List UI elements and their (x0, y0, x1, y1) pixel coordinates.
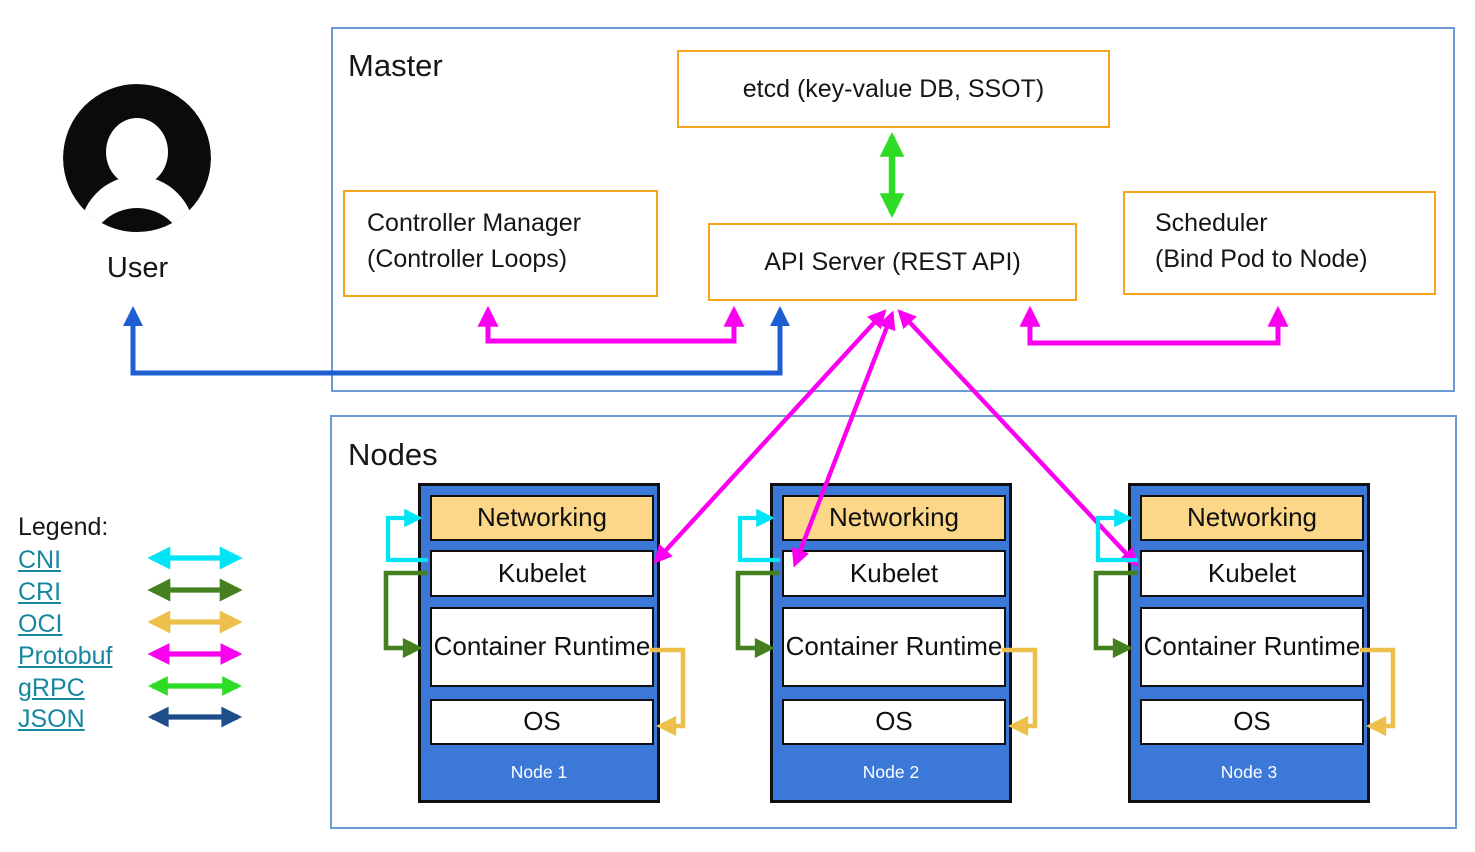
node-3-name: Node 3 (1220, 762, 1278, 782)
user-label: User (106, 252, 169, 284)
user-icon (63, 84, 211, 232)
node-3-box: Networking Kubelet Container Runtime OS … (1128, 483, 1370, 803)
etcd-label: etcd (key-value DB, SSOT) (742, 74, 1045, 103)
node-2-container-runtime-layer: Container Runtime (782, 607, 1006, 687)
node-3-container-runtime-layer: Container Runtime (1140, 607, 1364, 687)
node-2-kubelet-label: Kubelet (849, 557, 939, 588)
api-server-box: API Server (REST API) (708, 223, 1077, 301)
node-1-container-runtime-layer: Container Runtime (430, 607, 654, 687)
node-3-os-layer: OS (1140, 699, 1364, 745)
controller-manager-label-line2: (Controller Loops) (367, 245, 568, 273)
node-1-networking-layer: Networking (430, 495, 654, 541)
node-1-name: Node 1 (510, 762, 568, 782)
node-3-container-runtime-label: Container Runtime (1143, 631, 1361, 662)
node-1-container-runtime-label: Container Runtime (433, 631, 651, 662)
controller-manager-box: Controller Manager (Controller Loops) (343, 190, 658, 297)
node-2-name: Node 2 (862, 762, 920, 782)
legend-link-protobuf[interactable]: Protobuf (18, 642, 113, 670)
scheduler-box: Scheduler (Bind Pod to Node) (1123, 191, 1436, 295)
node-2-os-label: OS (875, 706, 913, 737)
node-1-os-label: OS (523, 706, 561, 737)
legend-link-cri[interactable]: CRI (18, 578, 62, 606)
node-1-kubelet-layer: Kubelet (430, 550, 654, 597)
node-1-os-layer: OS (430, 699, 654, 745)
node-2-kubelet-layer: Kubelet (782, 550, 1006, 597)
node-2-container-runtime-label: Container Runtime (785, 631, 1003, 662)
controller-manager-label-line1: Controller Manager (367, 209, 581, 237)
node-3-kubelet-label: Kubelet (1207, 557, 1297, 588)
node-1-kubelet-label: Kubelet (497, 557, 587, 588)
legend-link-grpc[interactable]: gRPC (18, 674, 85, 702)
node-2-networking-label: Networking (828, 502, 960, 533)
node-3-os-label: OS (1233, 706, 1271, 737)
node-3-kubelet-layer: Kubelet (1140, 550, 1364, 597)
scheduler-label-line2: (Bind Pod to Node) (1155, 245, 1368, 273)
node-3-networking-layer: Networking (1140, 495, 1364, 541)
legend-title: Legend: (18, 513, 109, 541)
scheduler-label-line1: Scheduler (1155, 209, 1268, 237)
node-2-networking-layer: Networking (782, 495, 1006, 541)
legend-link-cni[interactable]: CNI (18, 546, 62, 574)
node-1-box: Networking Kubelet Container Runtime OS … (418, 483, 660, 803)
nodes-title: Nodes (348, 437, 438, 472)
node-3-networking-label: Networking (1186, 502, 1318, 533)
master-title: Master (348, 48, 443, 83)
api-server-label: API Server (REST API) (764, 247, 1021, 276)
legend-link-json[interactable]: JSON (18, 705, 85, 733)
legend-link-oci[interactable]: OCI (18, 610, 63, 638)
node-1-networking-label: Networking (476, 502, 608, 533)
etcd-box: etcd (key-value DB, SSOT) (677, 50, 1110, 128)
node-2-box: Networking Kubelet Container Runtime OS … (770, 483, 1012, 803)
node-2-os-layer: OS (782, 699, 1006, 745)
